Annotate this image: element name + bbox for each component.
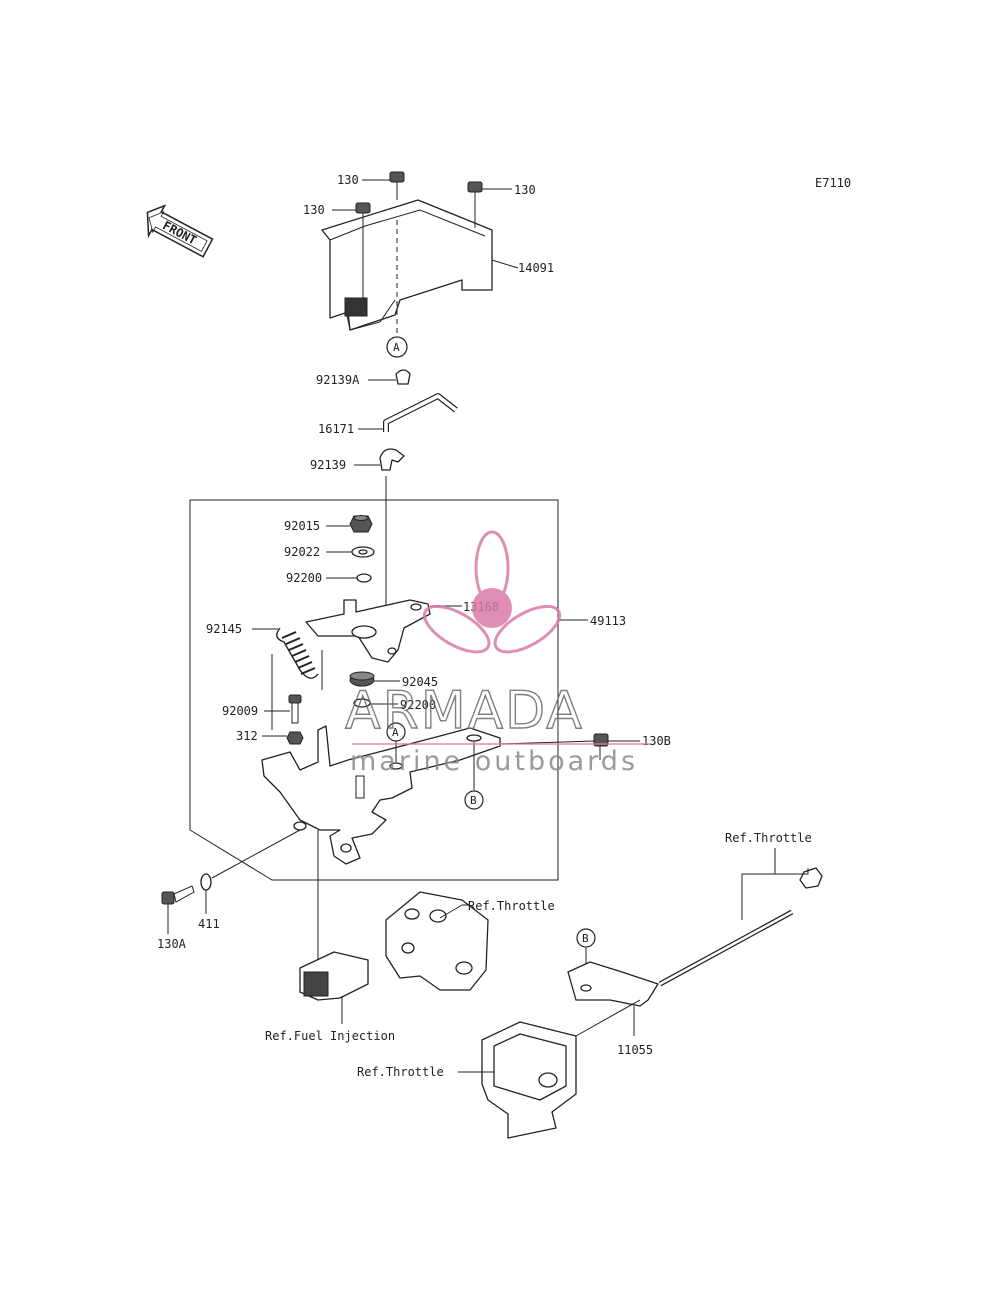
label-92022: 92022 xyxy=(284,545,320,559)
ref-throttle-top: Ref.Throttle xyxy=(725,831,812,845)
propeller-icon xyxy=(422,530,562,654)
clip-92139a xyxy=(368,369,411,385)
clip-92139 xyxy=(354,448,405,471)
label-14091: 14091 xyxy=(518,261,554,275)
diagram-code: E7110 xyxy=(815,176,851,190)
rod-16171 xyxy=(358,393,458,432)
bolt-130a xyxy=(161,885,195,934)
watermark-brand: ARMADA xyxy=(345,681,584,741)
armada-watermark-logo: ARMADA marine outboards xyxy=(344,530,650,777)
washer-92200-lower xyxy=(353,698,398,708)
label-411: 411 xyxy=(198,917,220,931)
washer-92022 xyxy=(326,546,375,558)
screw-92009 xyxy=(264,694,302,724)
bracket-11055 xyxy=(567,961,659,1036)
label-130b: 130B xyxy=(642,734,671,748)
ref-throttle-low: Ref.Throttle xyxy=(357,1065,444,1079)
label-130-top: 130 xyxy=(337,173,359,187)
front-direction-icon: FRONT xyxy=(146,204,214,258)
base-bracket xyxy=(261,725,501,865)
label-130a: 130A xyxy=(157,937,187,951)
label-92139a: 92139A xyxy=(316,373,360,387)
label-312: 312 xyxy=(236,729,258,743)
callout-b-lower-label: B xyxy=(582,932,589,945)
washer-411 xyxy=(200,829,301,914)
nut-92015 xyxy=(326,515,373,533)
callout-b-lower xyxy=(576,928,596,948)
label-49113: 49113 xyxy=(590,614,626,628)
label-92145: 92145 xyxy=(206,622,242,636)
spring-92145 xyxy=(252,627,319,679)
bolt-130-left xyxy=(332,202,371,300)
watermark-subtitle: marine outboards xyxy=(350,746,638,777)
callout-a-top-label: A xyxy=(393,341,400,354)
bolt-130-top xyxy=(362,171,405,200)
callout-b-upper-label: B xyxy=(470,794,477,807)
label-92139: 92139 xyxy=(310,458,346,472)
assembly-frame-49113 xyxy=(189,499,559,881)
ecu-cover-14091 xyxy=(321,199,519,331)
callout-b-upper xyxy=(464,790,484,810)
label-92200-upper: 92200 xyxy=(286,571,322,585)
label-130-left: 130 xyxy=(303,203,325,217)
bolt-130-right xyxy=(467,181,512,228)
label-92009: 92009 xyxy=(222,704,258,718)
nut-312 xyxy=(262,731,304,745)
grommet-92045 xyxy=(349,671,400,687)
label-92015: 92015 xyxy=(284,519,320,533)
callout-a-bottom xyxy=(386,722,406,742)
label-16171: 16171 xyxy=(318,422,354,436)
callout-a-bottom-label: A xyxy=(392,726,399,739)
callout-a-top xyxy=(386,336,408,358)
throttle-body-part xyxy=(385,891,489,991)
washer-92200-upper xyxy=(326,573,372,583)
ref-fuel-injection: Ref.Fuel Injection xyxy=(265,1029,395,1043)
throttle-position-sensor xyxy=(299,951,369,1024)
label-92200-lower: 92200 xyxy=(400,698,436,712)
ref-throttle-mid: Ref.Throttle xyxy=(468,899,555,913)
label-92045: 92045 xyxy=(402,675,438,689)
lever-13168 xyxy=(305,599,462,663)
label-130-right: 130 xyxy=(514,183,536,197)
throttle-shaft xyxy=(658,848,823,987)
throttle-housing xyxy=(458,999,641,1139)
label-11055: 11055 xyxy=(617,1043,653,1057)
